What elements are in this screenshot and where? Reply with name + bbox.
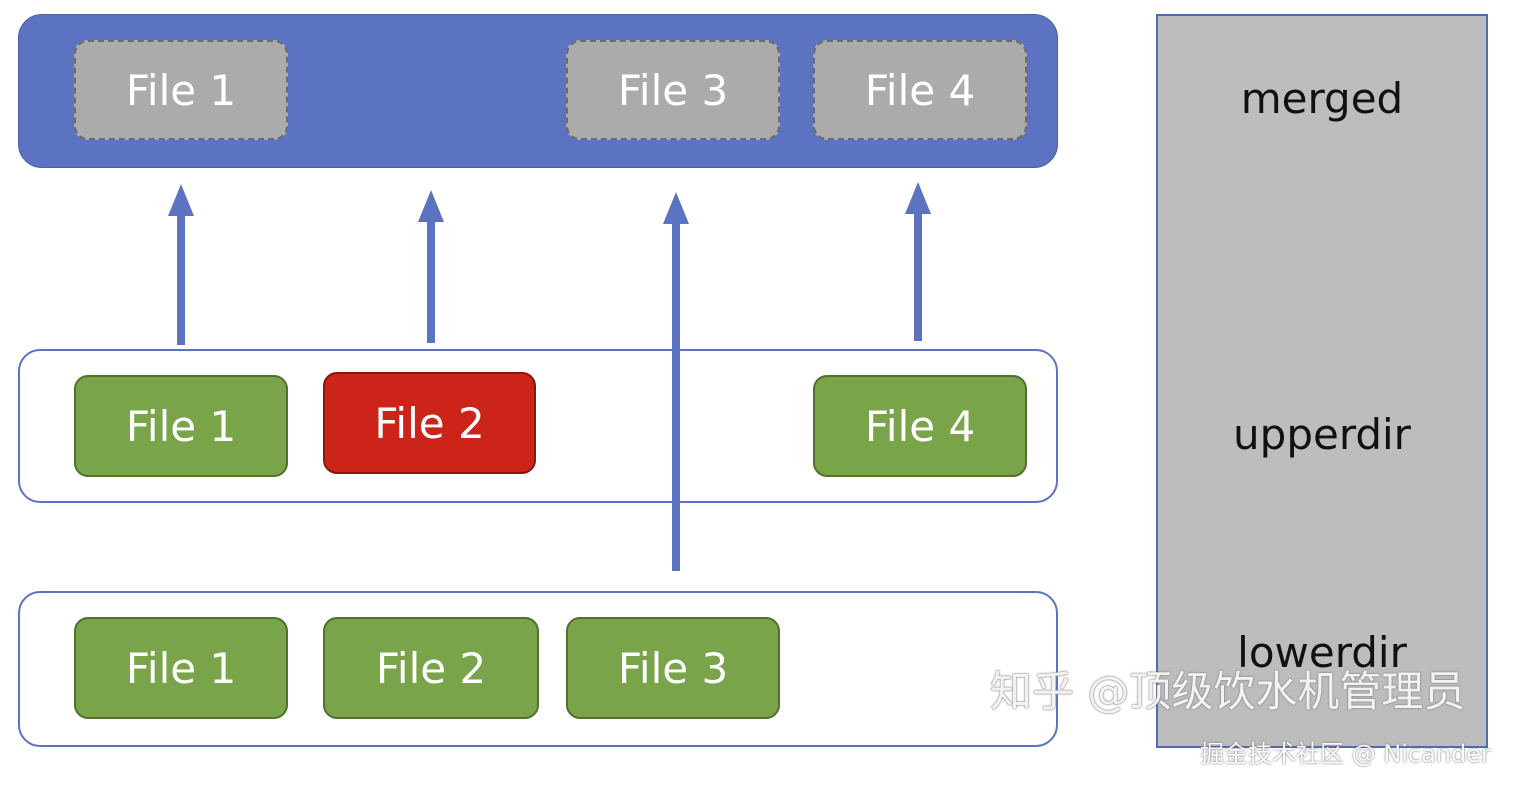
arrow-file-1-shaft xyxy=(177,210,185,345)
merged-file-4: File 4 xyxy=(813,40,1027,140)
arrow-file-2-head xyxy=(418,190,444,222)
arrow-file-1-head xyxy=(168,184,194,216)
watermark-juejin: 掘金技术社区 @ Nicander xyxy=(1200,740,1491,768)
layer-label-panel xyxy=(1156,14,1488,748)
lowerdir-file-1: File 1 xyxy=(74,617,288,719)
lowerdir-file-3: File 3 xyxy=(566,617,780,719)
upperdir-file-1: File 1 xyxy=(74,375,288,477)
arrow-file-3-shaft xyxy=(672,218,680,571)
upperdir-file-4: File 4 xyxy=(813,375,1027,477)
merged-file-1: File 1 xyxy=(74,40,288,140)
label-lowerdir: lowerdir xyxy=(1237,628,1407,677)
arrow-file-4-head xyxy=(905,182,931,214)
watermark-zhihu: 知乎 @顶级饮水机管理员 xyxy=(990,667,1466,716)
arrow-file-2-shaft xyxy=(427,216,435,343)
arrow-file-3-head xyxy=(663,192,689,224)
upperdir-file-2: File 2 xyxy=(323,372,536,474)
label-merged: merged xyxy=(1240,74,1404,123)
arrow-file-4-shaft xyxy=(914,208,922,341)
label-upperdir: upperdir xyxy=(1233,410,1411,459)
lowerdir-file-2: File 2 xyxy=(323,617,539,719)
merged-file-3: File 3 xyxy=(566,40,780,140)
